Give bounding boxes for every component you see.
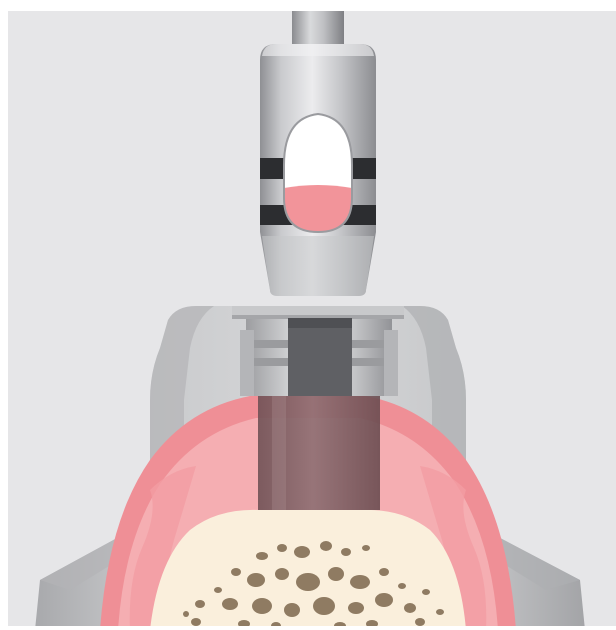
frame-top — [0, 0, 616, 11]
implant-shaft-highlight — [272, 396, 286, 510]
impression-coping — [260, 11, 376, 296]
bone — [150, 510, 466, 630]
coping-stem — [292, 11, 344, 45]
implant-abutment — [232, 306, 404, 396]
frame-bottom — [0, 626, 616, 630]
coping-taper — [262, 236, 374, 296]
coping-top-bevel — [262, 44, 374, 56]
frame-left — [0, 0, 8, 630]
abutment-socket — [288, 318, 352, 396]
